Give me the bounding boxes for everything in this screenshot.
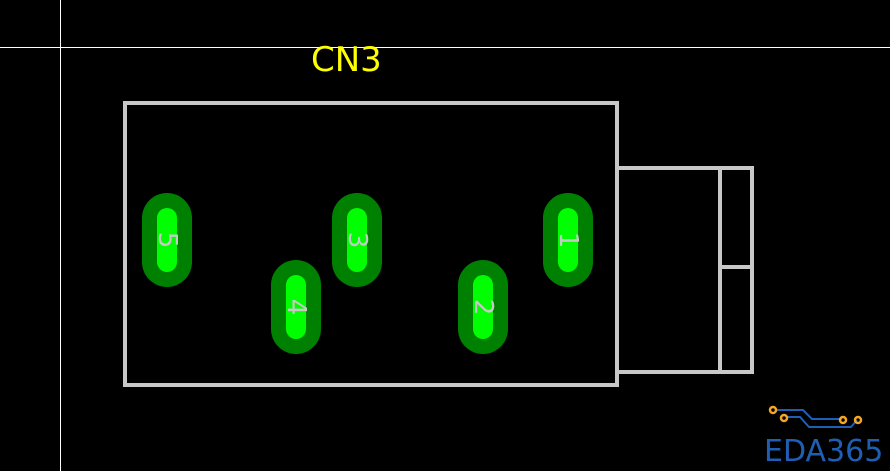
pad-number: 3 [342, 232, 372, 249]
pad-drill-slot [558, 208, 578, 272]
pad-number: 5 [152, 232, 182, 249]
pad-5[interactable]: 5 [142, 193, 192, 287]
reference-designator[interactable]: CN3 [311, 40, 382, 80]
pad-drill-slot [286, 275, 306, 339]
pad-1[interactable]: 1 [543, 193, 593, 287]
pad-3[interactable]: 3 [332, 193, 382, 287]
pad-drill-slot [347, 208, 367, 272]
pad-drill-slot [157, 208, 177, 272]
pad-4[interactable]: 4 [271, 260, 321, 354]
pad-drill-slot [473, 275, 493, 339]
pad-number: 4 [281, 299, 311, 316]
silkscreen-outline [123, 101, 754, 387]
pad-number: 2 [468, 299, 498, 316]
logo-text: EDA365 [764, 434, 883, 469]
eda365-logo: EDA365 [764, 405, 883, 469]
pad-2[interactable]: 2 [458, 260, 508, 354]
pad-number: 1 [553, 232, 583, 249]
